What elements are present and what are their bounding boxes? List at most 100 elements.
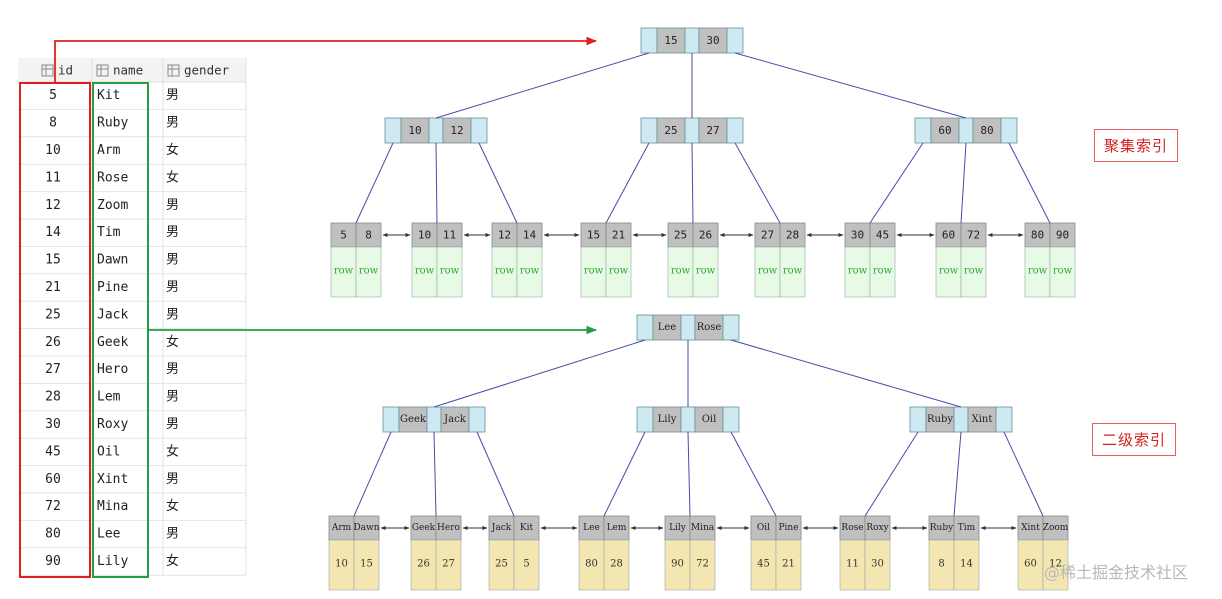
leaf-payload: row: [440, 266, 460, 277]
leaf-key: Lem: [607, 523, 627, 533]
node-pointer-cell: [384, 117, 402, 144]
leaf-key: 8: [365, 229, 372, 242]
node-key: 30: [706, 34, 719, 47]
node-pointer-cell: [995, 406, 1013, 433]
leaf-payload-cell: [775, 539, 802, 591]
cell-name: Dawn: [97, 253, 128, 268]
cell-gender: 男: [166, 225, 179, 240]
leaf-payload-cell: [580, 246, 607, 298]
leaf-key: Pine: [778, 523, 798, 533]
cell-gender: 男: [166, 390, 179, 405]
cell-gender: 男: [166, 253, 179, 268]
leaf-payload: row: [758, 266, 778, 277]
cell-name: Rose: [97, 170, 128, 185]
cell-name: Jack: [97, 307, 128, 322]
leaf-payload-cell: [605, 246, 632, 298]
leaf-payload: row: [415, 266, 435, 277]
leaf-key: Jack: [491, 523, 512, 533]
cell-id: 10: [45, 143, 61, 158]
tree-edge: [734, 52, 967, 119]
cell-gender: 女: [166, 443, 179, 459]
node-key-cell: [972, 117, 1002, 144]
node-key: 25: [664, 124, 677, 137]
leaf-payload: 15: [360, 559, 373, 570]
leaf-payload-cell: [779, 246, 806, 298]
tree-edge: [433, 431, 437, 517]
node-key-cell: [400, 117, 430, 144]
node-key: 12: [450, 124, 463, 137]
leaf-payload: row: [939, 266, 959, 277]
cell-name: Geek: [97, 335, 128, 350]
leaf-key-cell: [355, 222, 382, 248]
column-icon: [96, 64, 109, 77]
leaf-key: Kit: [520, 523, 534, 533]
leaf-key-cell: [328, 515, 355, 541]
leaf-payload-cell: [491, 246, 518, 298]
cell-name: Mina: [97, 499, 128, 514]
leaf-payload-cell: [411, 246, 438, 298]
node-pointer-cell: [640, 27, 658, 54]
leaf-key: Geek: [412, 523, 436, 533]
node-key: Lee: [658, 322, 677, 333]
leaf-key: 12: [498, 229, 511, 242]
cell-gender: 男: [166, 116, 179, 131]
cell-id: 90: [45, 554, 61, 569]
node-key: Xint: [972, 414, 993, 425]
leaf-payload-cell: [513, 539, 540, 591]
leaf-payload: row: [848, 266, 868, 277]
tree-edge: [730, 339, 962, 408]
cell-name: Roxy: [97, 417, 128, 432]
node-pointer-cell: [426, 406, 442, 433]
leaf-key-cell: [1049, 222, 1076, 248]
cell-id: 25: [45, 307, 61, 322]
clustered-mapping-arrow: [54, 36, 598, 83]
leaf-key-cell: [435, 515, 462, 541]
leaf-key-cell: [960, 222, 987, 248]
secondary-index-label: 二级索引: [1092, 423, 1177, 456]
tree-edge: [476, 431, 515, 517]
leaf-payload: row: [609, 266, 629, 277]
cell-id: 5: [49, 88, 57, 103]
cell-gender: 女: [166, 334, 179, 350]
node-pointer-cell: [636, 406, 654, 433]
node-pointer-cell: [680, 406, 696, 433]
leaf-payload: 60: [1024, 559, 1037, 570]
leaf-key-cell: [953, 515, 980, 541]
leaf-key: Rose: [841, 523, 863, 533]
node-key-cell: [698, 117, 728, 144]
leaf-key-cell: [1017, 515, 1044, 541]
cell-name: Ruby: [97, 116, 128, 131]
tree-edge: [953, 431, 962, 517]
node-key: Oil: [702, 414, 717, 425]
cell-id: 45: [45, 444, 61, 459]
cell-gender: 男: [166, 527, 179, 542]
node-key: 15: [664, 34, 677, 47]
cell-name: Tim: [97, 225, 121, 240]
cell-name: Hero: [97, 362, 128, 377]
leaf-key: Ruby: [930, 523, 954, 533]
leaf-key-cell: [353, 515, 380, 541]
leaf-key-cell: [330, 222, 357, 248]
leaf-key-cell: [775, 515, 802, 541]
leaf-payload-cell: [960, 246, 987, 298]
tree-edge: [603, 431, 646, 517]
cell-gender: 男: [166, 417, 179, 432]
cell-name: Lem: [97, 390, 121, 405]
node-pointer-cell: [684, 117, 700, 144]
leaf-payload-cell: [689, 539, 716, 591]
leaf-key: 80: [1031, 229, 1044, 242]
leaf-payload-cell: [603, 539, 630, 591]
column-header-id: id: [58, 63, 73, 78]
cell-id: 15: [45, 253, 61, 268]
